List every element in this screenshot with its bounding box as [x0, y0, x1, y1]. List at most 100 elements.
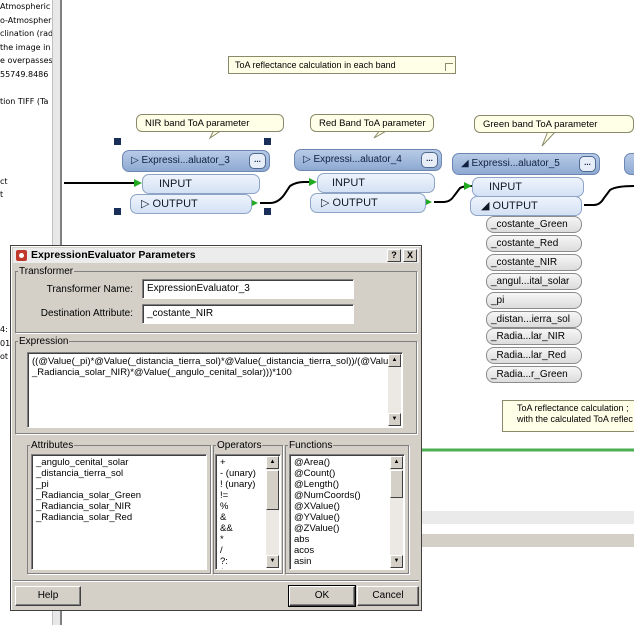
list-item[interactable]: - (unary): [220, 468, 256, 479]
operators-list[interactable]: + - (unary) ! (unary) != % & && * / ?: ^…: [215, 454, 281, 570]
attributes-group-label: Attributes: [31, 440, 74, 451]
list-item[interactable]: _Radiancia_solar_NIR: [36, 501, 132, 512]
operators-scrollbar[interactable]: ▲ ▼: [266, 456, 279, 568]
selection-handle[interactable]: [264, 138, 271, 145]
output-attribute[interactable]: _distan...ierra_sol: [486, 311, 582, 328]
callout-pointer: [541, 130, 557, 147]
attributes-list[interactable]: _angulo_cenital_solar _distancia_tierra_…: [31, 454, 207, 570]
scroll-up-arrow-icon[interactable]: ▲: [388, 354, 401, 367]
dialog-titlebar[interactable]: ExpressionEvaluator Parameters ? X: [13, 248, 419, 263]
output-attribute[interactable]: _angul...ital_solar: [486, 273, 582, 290]
help-icon[interactable]: ?: [387, 249, 401, 262]
list-item[interactable]: /: [220, 545, 223, 556]
list-item[interactable]: _pi: [36, 479, 49, 490]
input-arrow-icon: [134, 179, 142, 187]
destination-attribute-input[interactable]: _costante_NIR: [142, 304, 354, 324]
annotation-main[interactable]: ToA reflectance calculation in each band: [228, 56, 456, 74]
list-item[interactable]: acos: [294, 545, 315, 556]
expand-triangle-icon[interactable]: ◢: [481, 200, 493, 212]
expand-triangle-icon[interactable]: ▷: [321, 197, 333, 209]
transformer-menu-button[interactable]: ...: [421, 152, 438, 168]
output-attribute[interactable]: _pi: [486, 292, 582, 309]
expression-group-label: Expression: [19, 336, 69, 347]
expression-evaluator-dialog: ExpressionEvaluator Parameters ? X Trans…: [10, 245, 422, 611]
transformer-menu-button[interactable]: ...: [579, 156, 596, 172]
annotation-bottom[interactable]: ToA reflectance calculation ; with the c…: [502, 400, 634, 432]
scroll-down-arrow-icon[interactable]: ▼: [388, 413, 401, 426]
attributes-group: Attributes: [27, 440, 211, 574]
callout-nir[interactable]: NIR band ToA parameter: [136, 114, 284, 132]
list-item[interactable]: ! (unary): [220, 479, 256, 490]
output-attribute[interactable]: _Radia...r_Green: [486, 366, 582, 383]
transformer-partial[interactable]: [624, 153, 634, 175]
list-item[interactable]: %: [220, 501, 229, 512]
callout-green[interactable]: Green band ToA parameter: [474, 115, 634, 133]
scroll-down-arrow-icon[interactable]: ▼: [390, 555, 403, 568]
port-output[interactable]: ◢ OUTPUT: [470, 196, 582, 216]
connection-line[interactable]: [260, 181, 309, 204]
scroll-up-arrow-icon[interactable]: ▲: [390, 456, 403, 469]
list-item[interactable]: !=: [220, 490, 229, 501]
output-attribute[interactable]: _costante_Green: [486, 216, 582, 233]
scroll-thumb[interactable]: [390, 470, 403, 498]
list-item[interactable]: &: [220, 512, 227, 523]
transformer-expression-evaluator-3[interactable]: ▷ Expressi...aluator_3 ...: [122, 150, 270, 172]
expression-group: Expression: [15, 336, 417, 434]
expression-scrollbar[interactable]: ▲ ▼: [388, 354, 401, 426]
list-item[interactable]: _distancia_tierra_sol: [36, 468, 124, 479]
scroll-down-arrow-icon[interactable]: ▼: [266, 555, 279, 568]
list-item[interactable]: abs: [294, 534, 310, 545]
transformer-expression-evaluator-4[interactable]: ▷ Expressi...aluator_4 ...: [294, 149, 442, 171]
output-attribute[interactable]: _costante_NIR: [486, 254, 582, 271]
output-attribute[interactable]: _costante_Red: [486, 235, 582, 252]
port-output[interactable]: ▷ OUTPUT: [130, 194, 252, 214]
port-output[interactable]: ▷ OUTPUT: [310, 193, 426, 213]
selection-handle[interactable]: [264, 208, 271, 215]
port-input[interactable]: INPUT: [317, 173, 435, 193]
list-item[interactable]: ^: [216, 567, 280, 569]
selection-handle[interactable]: [114, 138, 121, 145]
functions-scrollbar[interactable]: ▲ ▼: [390, 456, 403, 568]
connection-line[interactable]: [434, 185, 474, 203]
callout-pointer: [373, 129, 389, 139]
expression-editor[interactable]: ((@Value(_pi)*@Value(_distancia_tierra_s…: [27, 352, 403, 428]
list-item[interactable]: @Length(): [294, 479, 340, 490]
cancel-button[interactable]: Cancel: [357, 586, 419, 606]
list-item[interactable]: @XValue(): [294, 501, 340, 512]
ok-button[interactable]: OK: [288, 585, 356, 607]
list-item[interactable]: @ZValue(): [294, 523, 340, 534]
list-item[interactable]: @NumCoords(): [294, 490, 361, 501]
callout-red[interactable]: Red Band ToA parameter: [310, 114, 434, 132]
list-item[interactable]: +: [220, 457, 226, 468]
transformer-name-input[interactable]: ExpressionEvaluator_3: [142, 279, 354, 299]
list-item[interactable]: _Radiancia_solar_Red: [36, 512, 133, 523]
output-attribute[interactable]: _Radia...lar_Red: [486, 347, 582, 364]
transformer-menu-button[interactable]: ...: [249, 153, 266, 169]
port-input[interactable]: INPUT: [142, 174, 260, 194]
list-item[interactable]: _angulo_cenital_solar: [36, 457, 129, 468]
collapse-triangle-icon[interactable]: ▷: [303, 154, 314, 165]
selection-handle[interactable]: [114, 208, 121, 215]
functions-list[interactable]: @Area() @Count() @Length() @NumCoords() …: [289, 454, 405, 570]
help-button[interactable]: Help: [15, 586, 81, 606]
list-item[interactable]: @YValue(): [294, 512, 340, 523]
list-item[interactable]: atan: [290, 567, 404, 569]
collapse-triangle-icon[interactable]: ◢: [461, 158, 472, 169]
list-item[interactable]: @Area(): [294, 457, 331, 468]
port-input[interactable]: INPUT: [472, 177, 584, 197]
list-item[interactable]: @Count(): [294, 468, 336, 479]
close-icon[interactable]: X: [403, 249, 417, 262]
list-item[interactable]: asin: [294, 556, 312, 567]
list-item[interactable]: ?:: [220, 556, 228, 567]
collapse-triangle-icon[interactable]: ▷: [131, 155, 142, 166]
list-item[interactable]: &&: [220, 523, 233, 534]
output-attribute[interactable]: _Radia...lar_NIR: [486, 328, 582, 345]
expand-triangle-icon[interactable]: ▷: [141, 198, 153, 210]
list-item[interactable]: *: [220, 534, 224, 545]
transformer-expression-evaluator-5[interactable]: ◢ Expressi...aluator_5 ...: [452, 153, 600, 175]
scroll-thumb[interactable]: [266, 470, 279, 510]
connection-line[interactable]: [584, 185, 634, 206]
scroll-up-arrow-icon[interactable]: ▲: [266, 456, 279, 469]
resize-grip-icon[interactable]: [445, 63, 453, 71]
list-item[interactable]: _Radiancia_solar_Green: [36, 490, 142, 501]
